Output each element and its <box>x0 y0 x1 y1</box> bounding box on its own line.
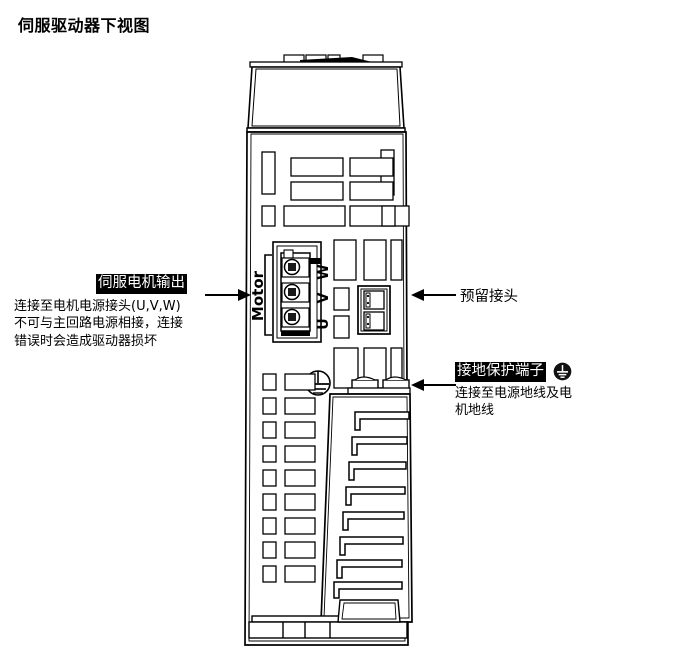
annotation-ground-terminal: 接地保护端子 连接至电源地线及电 机地线 <box>455 362 670 420</box>
annotation-motor-output-heading: 伺服电机输出 <box>96 274 187 294</box>
page-title: 伺服驱动器下视图 <box>18 16 151 35</box>
vent-slots-lower-left <box>262 373 316 583</box>
motor-label: Motor <box>249 270 267 321</box>
motor-connector-assembly <box>264 241 322 343</box>
heatsink-panel <box>320 393 413 623</box>
vent-slots-middle <box>333 239 403 389</box>
annotation-line: 连接至电源地线及电 <box>455 385 573 401</box>
terminal-label-u: U <box>316 318 332 329</box>
terminal-label-v: V <box>316 292 332 303</box>
annotation-reserved-connector: 预留接头 <box>460 285 518 306</box>
heatsink-fins <box>333 411 410 599</box>
motor-terminal-screws <box>281 257 310 328</box>
annotation-line: 机地线 <box>455 403 495 419</box>
device-top-tabs <box>249 54 403 68</box>
ground-symbol-on-device <box>305 370 331 396</box>
leader-line-reserved-connector <box>424 294 456 296</box>
ground-screw-terminals <box>347 376 411 408</box>
annotation-ground-terminal-heading: 接地保护端子 <box>455 362 546 382</box>
vent-slots-upper <box>261 149 410 227</box>
annotation-ground-terminal-body: 连接至电源地线及电 机地线 <box>455 385 593 420</box>
leader-line-motor-output <box>205 294 240 296</box>
device-main-body <box>244 131 409 646</box>
annotation-reserved-connector-heading: 预留接头 <box>460 289 518 305</box>
device-base <box>248 599 408 639</box>
annotation-line: 错误时会造成驱动器损坏 <box>14 333 158 349</box>
leader-line-ground-terminal <box>424 384 456 386</box>
arrow-reserved-connector <box>411 289 424 301</box>
device-upper-housing <box>246 66 406 133</box>
annotation-line: 不可与主回路电源相接，连接 <box>14 316 184 332</box>
ground-icon <box>553 362 572 381</box>
annotation-motor-output: 伺服电机输出 连接至电机电源接头(U,V,W) 不可与主回路电源相接，连接 错误… <box>14 272 214 350</box>
annotation-line: 连接至电机电源接头(U,V,W) <box>14 298 181 314</box>
arrow-ground-terminal <box>411 379 424 391</box>
arrow-motor-output <box>238 289 251 301</box>
annotation-motor-output-body: 连接至电机电源接头(U,V,W) 不可与主回路电源相接，连接 错误时会造成驱动器… <box>14 298 214 351</box>
terminal-label-w: W <box>316 264 332 279</box>
reserved-connector-block <box>357 285 391 335</box>
